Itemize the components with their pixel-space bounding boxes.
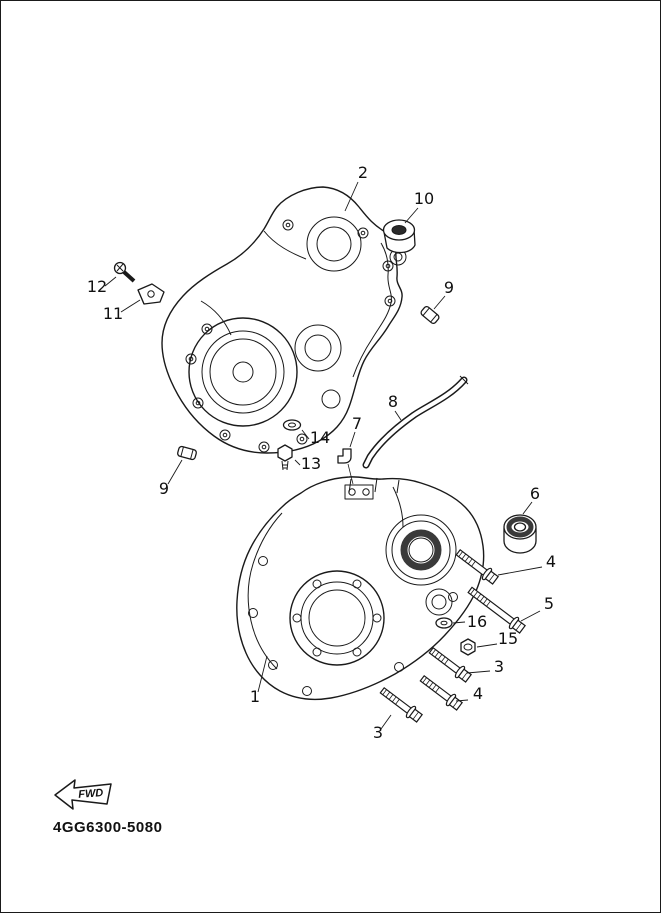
callout-label-11-3: 11	[103, 304, 123, 323]
upper-crankcase-half	[161, 186, 407, 454]
leader-line-7	[349, 431, 356, 448]
drain-bolt-sketch	[277, 444, 293, 471]
callout-label-15-14: 15	[498, 629, 518, 648]
callout-label-10-1: 10	[414, 189, 434, 208]
leader-line-15	[476, 643, 498, 648]
leader-line-9	[167, 459, 183, 485]
callout-label-8-5: 8	[388, 392, 398, 411]
fwd-arrow-icon: FWD	[54, 779, 112, 810]
leader-line-9	[433, 295, 446, 310]
dowel-pin-sketch-left	[177, 445, 197, 461]
callout-label-12-2: 12	[87, 277, 107, 296]
callout-label-6-10: 6	[530, 484, 540, 503]
callout-label-13-8: 13	[301, 454, 321, 473]
breather-hose-sketch	[362, 375, 469, 469]
callout-label-7-6: 7	[352, 414, 362, 433]
screw-sketch	[113, 261, 136, 283]
leader-line-4	[497, 566, 543, 576]
leader-line-10	[404, 207, 419, 224]
bolt-sketch-4a	[453, 546, 501, 587]
callout-label-2-0: 2	[358, 163, 368, 182]
bushing-sketch	[503, 514, 537, 554]
leader-line-1	[257, 655, 268, 693]
damper-bushing-sketch	[382, 219, 416, 254]
lower-crankcase-half	[236, 476, 485, 700]
leader-line-14	[301, 429, 310, 440]
leader-line-5	[520, 610, 541, 622]
bolt-sketch-4b	[417, 672, 465, 713]
callout-label-9-9: 9	[159, 479, 169, 498]
dowel-pin-sketch-right	[420, 305, 440, 325]
leader-line-6	[522, 501, 533, 515]
leader-line-2	[344, 181, 359, 212]
washer-sketch-14	[282, 419, 302, 431]
callout-label-5-12: 5	[544, 594, 554, 613]
callout-label-14-7: 14	[310, 428, 330, 447]
bracket-sketch	[137, 283, 165, 305]
small-parts	[113, 219, 537, 725]
callout-label-4-11: 4	[546, 552, 556, 571]
part-number: 4GG6300-5080	[53, 819, 162, 836]
leader-line-16	[452, 621, 466, 624]
leader-line-4	[455, 699, 469, 702]
leader-line-13	[294, 459, 301, 466]
fwd-label: FWD	[78, 787, 104, 801]
elbow-fitting-sketch	[337, 448, 354, 485]
callout-label-9-4: 9	[444, 278, 454, 297]
callout-label-4-16: 4	[473, 684, 483, 703]
leader-line-3	[466, 670, 491, 674]
washer-sketch-16	[435, 617, 453, 629]
bolt-sketch-3b	[377, 684, 425, 725]
leader-line-12	[104, 276, 117, 287]
callout-label-1-17: 1	[250, 687, 260, 706]
leader-line-3	[380, 714, 392, 730]
lower-case-bolt-holes	[248, 556, 458, 696]
callout-label-16-13: 16	[467, 612, 487, 631]
leader-line-11	[120, 299, 141, 313]
callout-label-3-15: 3	[494, 657, 504, 676]
hex-plug-sketch	[460, 638, 476, 656]
upper-case-bolt-holes	[185, 219, 396, 453]
leader-line-8	[394, 410, 402, 421]
callout-label-3-18: 3	[373, 723, 383, 742]
